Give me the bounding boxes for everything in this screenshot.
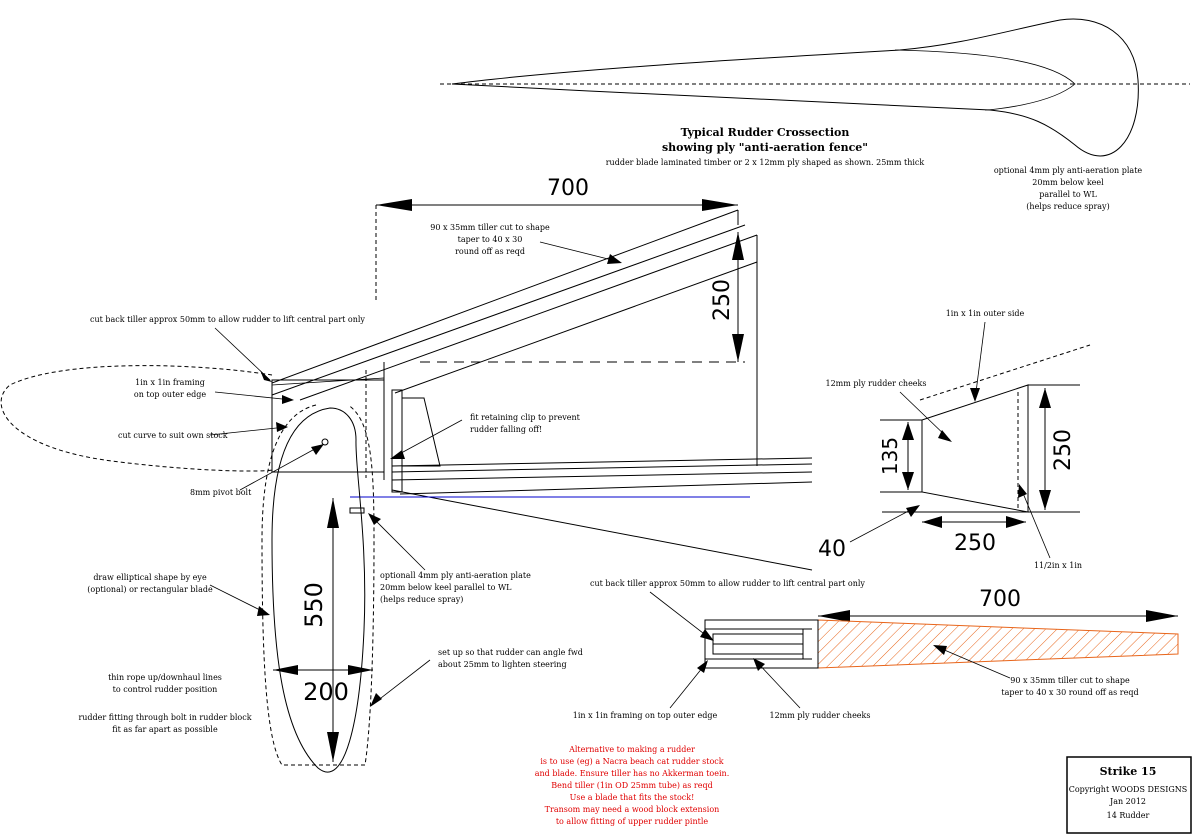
svg-text:(optional) or rectangular blad: (optional) or rectangular blade (87, 585, 213, 594)
hull-line-1 (391, 457, 813, 467)
dim-250-label: 250 (710, 279, 735, 321)
side-view: 700 250 (0, 176, 813, 773)
clip-note: fit retaining clip to prevent rudder fal… (470, 413, 581, 434)
side-size-note: 11/2in x 1in (1034, 561, 1082, 570)
svg-text:draw elliptical shape by eye: draw elliptical shape by eye (93, 573, 207, 582)
angle-note: set up so that rudder can angle fwd abou… (438, 648, 583, 669)
svg-text:Bend tiller (1in OD 25mm tube): Bend tiller (1in OD 25mm tube) as reqd (551, 781, 712, 790)
plan-dim-700-label: 700 (979, 587, 1021, 612)
dim-250-width-label: 250 (954, 531, 996, 556)
svg-text:Use a blade that fits the stoc: Use a blade that fits the stock! (570, 793, 695, 802)
svg-text:fit retaining clip to prevent: fit retaining clip to prevent (470, 413, 581, 422)
dim-135-label: 135 (878, 437, 902, 475)
tiller-lower-line (299, 234, 758, 401)
dim-700-label: 700 (547, 176, 589, 201)
svg-text:taper to 40 x 30: taper to 40 x 30 (458, 235, 523, 244)
detail-view: 135 250 250 40 1in x 1in outer side 12mm… (818, 309, 1091, 570)
title-block: Strike 15 Copyright WOODS DESIGNS Jan 20… (1066, 756, 1192, 834)
tiller-upper-line (271, 224, 746, 396)
svg-text:parallel to WL: parallel to WL (1039, 190, 1097, 199)
pivot-note: 8mm pivot bolt (190, 488, 252, 497)
crosssection-plate-note: optional 4mm ply anti-aeration plate 20m… (994, 166, 1143, 211)
title-block-copyright: Copyright WOODS DESIGNS (1069, 785, 1188, 794)
dim-200-label: 200 (303, 678, 349, 706)
side-plate-note: optionall 4mm ply anti-aeration plate 20… (380, 571, 531, 604)
dim-550-label: 550 (300, 582, 328, 628)
svg-text:thin rope up/downhaul lines: thin rope up/downhaul lines (108, 673, 222, 682)
svg-text:20mm below keel parallel to WL: 20mm below keel parallel to WL (380, 583, 512, 592)
cutback-note: cut back tiller approx 50mm to allow rud… (90, 315, 365, 324)
fitting-note: rudder fitting through bolt in rudder bl… (78, 713, 251, 734)
svg-text:optionall 4mm ply anti-aeratio: optionall 4mm ply anti-aeration plate (380, 571, 531, 580)
plan-cheeks-note: 12mm ply rudder cheeks (769, 711, 870, 720)
transom-post (391, 389, 403, 493)
tiller-top-edge (271, 209, 739, 384)
svg-text:20mm below keel: 20mm below keel (1032, 178, 1104, 187)
svg-text:90 x 35mm tiller cut to shape: 90 x 35mm tiller cut to shape (430, 223, 550, 232)
svg-text:to allow fitting of upper rudd: to allow fitting of upper rudder pintle (556, 817, 709, 826)
plan-view: 700 cut back tiller approx 50mm to allow… (573, 579, 1179, 720)
cheek-outline (921, 384, 1029, 513)
svg-text:is to use (eg) a Nacra beach c: is to use (eg) a Nacra beach cat rudder … (540, 757, 723, 766)
hull-line-4 (399, 481, 813, 495)
foil-with-fence (451, 18, 1139, 157)
crosssection-subtitle: showing ply "anti-aeration fence" (662, 141, 868, 154)
curve-note: cut curve to suit own stock (118, 431, 228, 440)
tiller-note: 90 x 35mm tiller cut to shape taper to 4… (430, 223, 550, 256)
rudder-block (271, 379, 385, 473)
tiller-bottom-edge (394, 261, 758, 394)
plan-framing-note: 1in x 1in framing on top outer edge (573, 711, 718, 720)
svg-text:rudder fitting through bolt in: rudder fitting through bolt in rudder bl… (78, 713, 251, 722)
svg-text:optional 4mm ply anti-aeration: optional 4mm ply anti-aeration plate (994, 166, 1143, 175)
retaining-clip (402, 397, 441, 467)
svg-text:90 x 35mm tiller cut to shape: 90 x 35mm tiller cut to shape (1010, 676, 1130, 685)
svg-text:(helps reduce spray): (helps reduce spray) (380, 595, 463, 604)
detail-top-dashed (919, 344, 1091, 401)
svg-text:taper to 40 x 30 round off as: taper to 40 x 30 round off as reqd (1001, 688, 1138, 697)
crosssection-note: rudder blade laminated timber or 2 x 12m… (606, 158, 925, 167)
foil-inner-outline (894, 49, 1076, 111)
svg-text:and blade. Ensure tiller has n: and blade. Ensure tiller has no Akkerman… (535, 769, 730, 778)
hull-line-2 (391, 463, 813, 473)
anti-aeration-plate (349, 507, 365, 514)
hull-line-3 (391, 471, 813, 481)
svg-text:round off as reqd: round off as reqd (455, 247, 525, 256)
svg-text:Alternative to making a rudder: Alternative to making a rudder (568, 745, 695, 754)
detail-cheeks-note: 12mm ply rudder cheeks (825, 379, 926, 388)
dim-40-label: 40 (818, 537, 846, 562)
pivot-bolt-hole (321, 438, 329, 446)
alternative-note: Alternative to making a rudder is to use… (535, 745, 730, 826)
svg-text:(helps reduce spray): (helps reduce spray) (1026, 202, 1109, 211)
svg-text:Transom may need a wood block: Transom may need a wood block extension (545, 805, 720, 814)
svg-text:on top outer edge: on top outer edge (134, 390, 206, 399)
tiller-swing-curve (0, 365, 273, 472)
rudder-blade-outline (271, 407, 366, 773)
crosssection-title: Typical Rudder Crossection (681, 126, 850, 139)
svg-text:fit as far apart as possible: fit as far apart as possible (112, 725, 218, 734)
title-block-sheet: 14 Rudder (1107, 811, 1150, 820)
outer-side-note: 1in x 1in outer side (946, 309, 1025, 318)
svg-text:about 25mm to lighten steerin: about 25mm to lighten steering (438, 660, 567, 669)
rectangular-blade-alt (261, 404, 375, 766)
rope-note: thin rope up/downhaul lines to control r… (108, 673, 222, 694)
framing-note: 1in x 1in framing on top outer edge (134, 378, 206, 399)
plan-cutback-note: cut back tiller approx 50mm to allow rud… (590, 579, 865, 588)
title-block-date: Jan 2012 (1109, 797, 1146, 806)
title-block-title: Strike 15 (1100, 765, 1157, 778)
svg-text:1in x 1in framing: 1in x 1in framing (135, 378, 205, 387)
plan-tiller-note: 90 x 35mm tiller cut to shape taper to 4… (1001, 676, 1138, 697)
svg-text:set up so that rudder can angl: set up so that rudder can angle fwd (438, 648, 583, 657)
svg-text:to control rudder position: to control rudder position (113, 685, 218, 694)
rudder-block-plan (704, 619, 819, 669)
ellipse-note: draw elliptical shape by eye (optional) … (87, 573, 213, 594)
svg-text:rudder falling off!: rudder falling off! (470, 425, 542, 434)
keel-line (391, 489, 813, 571)
rudder-crosssection: Typical Rudder Crossection showing ply "… (440, 18, 1190, 211)
tiller-plan-hatched (817, 619, 1179, 669)
dim-250-height-label: 250 (1051, 429, 1076, 471)
